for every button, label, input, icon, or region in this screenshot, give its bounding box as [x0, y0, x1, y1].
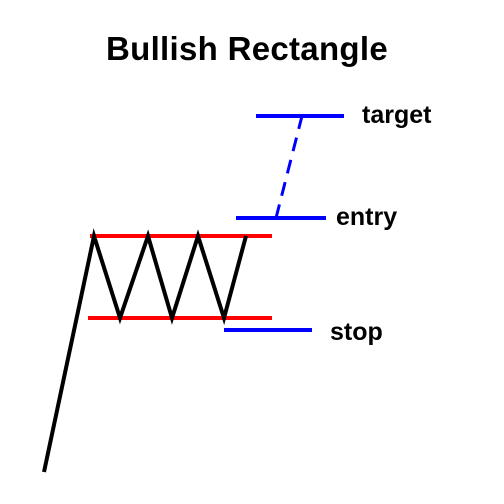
projection-dashed-line — [274, 115, 304, 219]
target-label: target — [362, 101, 432, 129]
entry-label: entry — [336, 203, 398, 231]
price-path — [42, 228, 248, 473]
stop-label: stop — [330, 318, 383, 346]
diagram-title: Bullish Rectangle — [106, 30, 388, 67]
